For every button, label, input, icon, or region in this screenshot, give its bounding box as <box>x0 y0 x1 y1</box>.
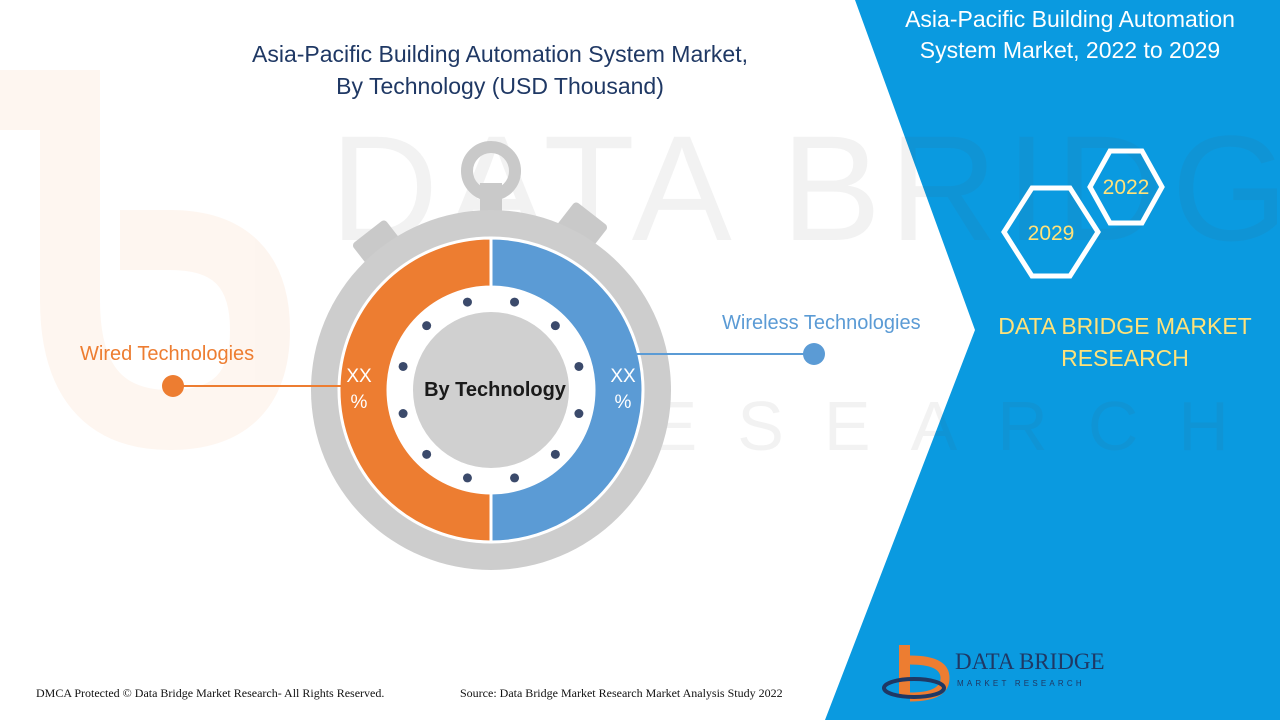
dial-tick <box>422 321 432 331</box>
year-hexagons: 2022 2029 <box>1001 148 1165 279</box>
year-start: 2022 <box>1103 176 1150 199</box>
dial-tick <box>510 473 520 483</box>
dial-tick <box>422 449 432 459</box>
center-label: By Technology <box>424 379 567 401</box>
panel-title-line-2: System Market, 2022 to 2029 <box>919 37 1221 63</box>
wireless-connector-dot <box>803 343 825 365</box>
year-end: 2029 <box>1028 222 1075 245</box>
dial-tick <box>510 297 520 307</box>
value-label-wireless-technologies: XX% <box>610 366 636 413</box>
logo-name: DATA BRIDGE <box>955 649 1105 674</box>
dial-tick <box>462 473 472 483</box>
logo-mark-stem <box>899 645 910 697</box>
svg-text:RESEARCH: RESEARCH <box>560 387 1269 465</box>
wired-connector-dot <box>162 375 184 397</box>
right-panel-background <box>825 0 1280 720</box>
chart-title-line-1: Asia-Pacific Building Automation System … <box>252 41 748 67</box>
panel-title-line-1: Asia-Pacific Building Automation <box>905 6 1235 32</box>
brand-text-line-1: DATA BRIDGE MARKET <box>998 313 1252 339</box>
center-disc <box>413 312 569 468</box>
wired-callout <box>162 375 341 397</box>
dial-ticks <box>398 297 584 483</box>
dial-tick <box>462 297 472 307</box>
dial-tick <box>550 449 560 459</box>
dial-tick <box>398 409 408 419</box>
stopwatch-right-button <box>554 202 608 254</box>
slice-value-labels: XX% XX% <box>346 366 636 413</box>
legend-label-wireless: Wireless Technologies <box>722 312 921 334</box>
dial-tick <box>398 361 408 371</box>
brand-text: DATA BRIDGE MARKET RESEARCH <box>980 310 1270 374</box>
legend-label-wired: Wired Technologies <box>80 343 255 365</box>
logo-mark-swoosh <box>882 677 946 699</box>
value-label-wired-technologies: XX% <box>346 366 372 413</box>
hexagon-2029 <box>1001 185 1101 279</box>
brand-text-line-2: RESEARCH <box>1061 345 1189 371</box>
company-logo: DATA BRIDGE MARKET RESEARCH <box>882 645 1105 702</box>
dial-tick <box>574 409 584 419</box>
logo-tagline: MARKET RESEARCH <box>957 679 1085 688</box>
hexagon-2022 <box>1087 148 1165 226</box>
wireless-callout <box>637 343 825 365</box>
footer-copyright: DMCA Protected © Data Bridge Market Rese… <box>36 686 385 700</box>
dial-tick <box>574 361 584 371</box>
chart-title-line-2: By Technology (USD Thousand) <box>336 73 664 99</box>
stopwatch-left-button <box>352 220 406 272</box>
panel-title: Asia-Pacific Building Automation System … <box>870 4 1270 66</box>
footer-source: Source: Data Bridge Market Research Mark… <box>460 686 783 700</box>
chart-title: Asia-Pacific Building Automation System … <box>200 38 800 102</box>
dial-tick <box>550 321 560 331</box>
